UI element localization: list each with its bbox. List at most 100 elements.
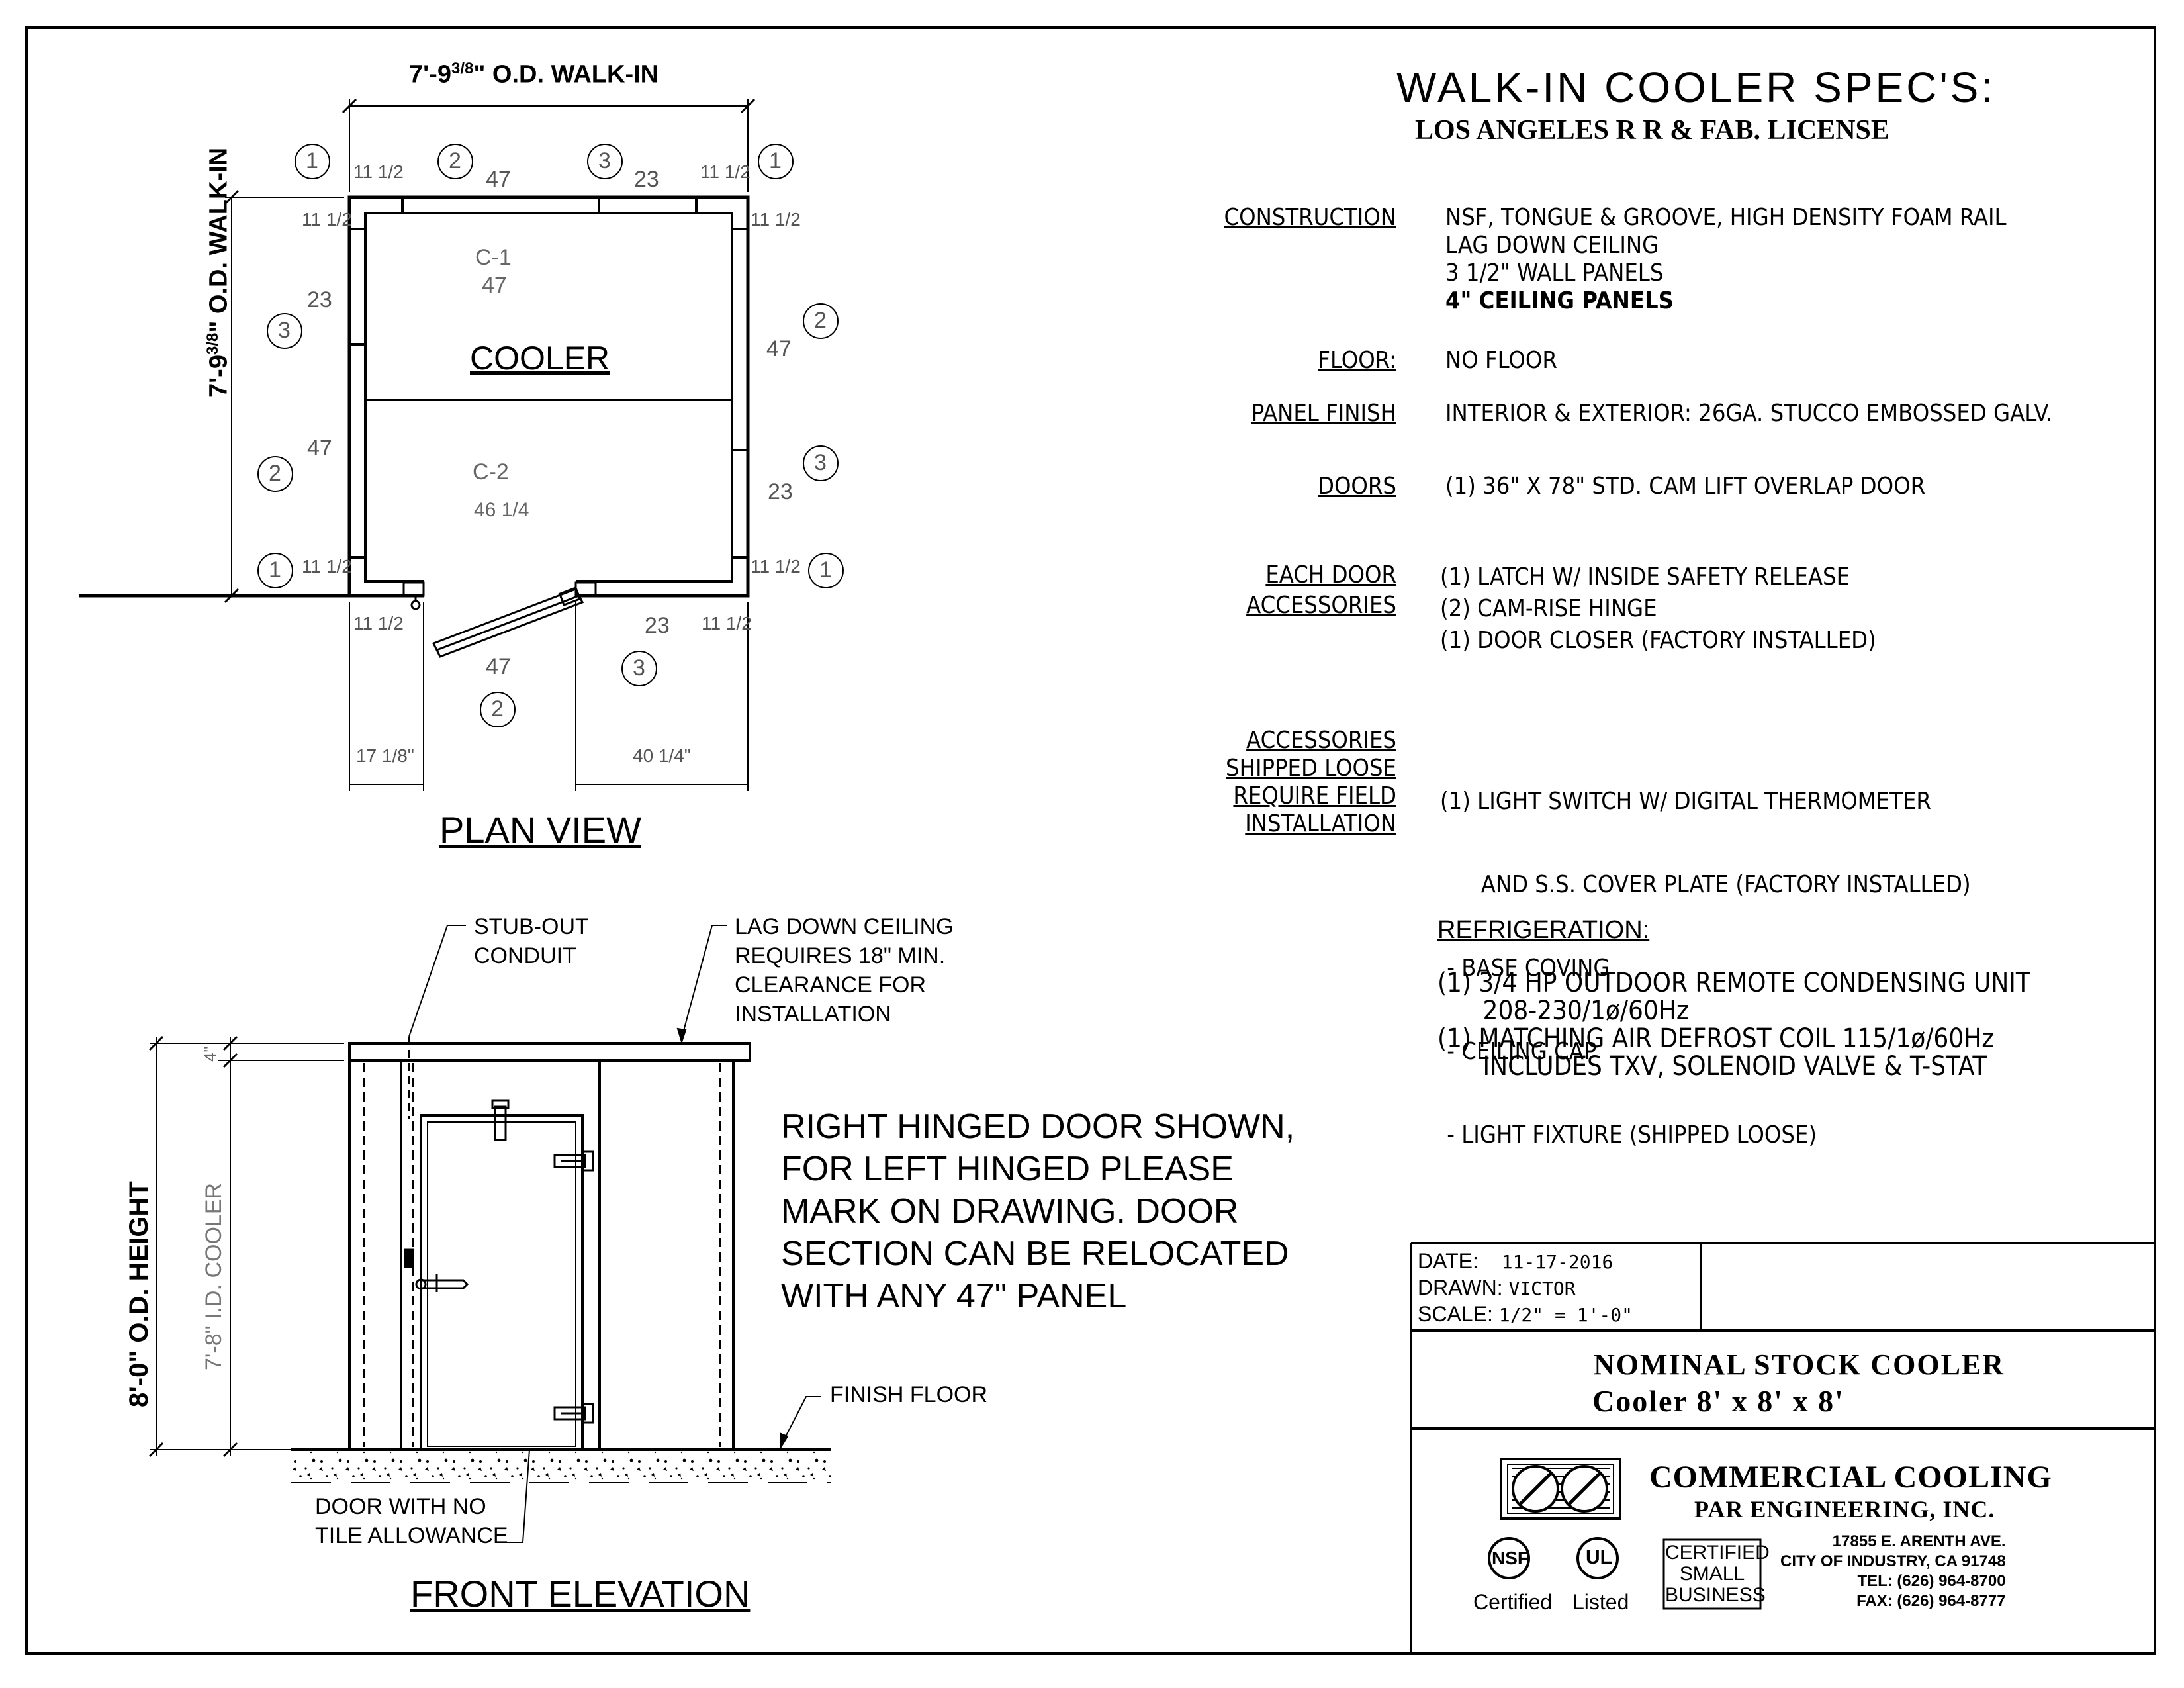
door-latch (404, 1248, 469, 1292)
callout-10: 1 (819, 557, 832, 583)
hinge-note: RIGHT HINGED DOOR SHOWN, FOR LEFT HINGED… (781, 1105, 1295, 1317)
product-line-1: NOMINAL STOCK COOLER (1594, 1348, 2005, 1381)
each-door-label-line: ACCESSORIES (1246, 592, 1396, 619)
certification-logos (1488, 1537, 1762, 1610)
loose-label-line: REQUIRE FIELD (1233, 782, 1396, 810)
loose-line: AND S.S. COVER PLATE (FACTORY INSTALLED) (1440, 871, 1971, 898)
plan-view-title: PLAN VIEW (439, 809, 641, 851)
doors-label: DOORS (1318, 473, 1396, 500)
loose-line: - LIGHT FIXTURE (SHIPPED LOOSE) (1440, 1121, 1817, 1149)
construction-line: NSF, TONGUE & GROOVE, HIGH DENSITY FOAM … (1445, 204, 2007, 231)
note-leaders (408, 925, 821, 1543)
construction-line: 4" CEILING PANELS (1445, 287, 1674, 314)
date-value: 11-17-2016 (1501, 1251, 1614, 1273)
title-block-info: DATE: 11-17-2016 DRAWN: VICTOR SCALE: 1/… (1418, 1248, 1633, 1328)
panel-joint-ticks (349, 197, 748, 559)
plan-view (79, 98, 844, 791)
panel-size-bottom-1: 11 1/2 (353, 613, 404, 633)
drawn-value: VICTOR (1508, 1278, 1576, 1299)
small-business-badge: CERTIFIED SMALL BUSINESS (1665, 1542, 1770, 1606)
panel-size-left-1: 11 1/2 (302, 209, 352, 230)
company-address: 17855 E. ARENTH AVE. CITY OF INDUSTRY, C… (1780, 1532, 2006, 1611)
construction-line: LAG DOWN CEILING (1445, 232, 1659, 259)
small-business-line: BUSINESS (1665, 1584, 1766, 1606)
door-hinges (553, 1150, 594, 1424)
finish-floor-label: FINISH FLOOR (830, 1382, 988, 1407)
company-logo-icon (1500, 1458, 1621, 1520)
panel-size-bottom-2: 47 (486, 654, 511, 679)
ul-caption: Listed (1572, 1590, 1629, 1614)
panel-size-left-4: 11 1/2 (302, 556, 352, 577)
concrete-slab (291, 1451, 831, 1483)
hinge-note-line: RIGHT HINGED DOOR SHOWN, (781, 1107, 1295, 1146)
refrigeration-line: 208-230/1ø/60Hz (1437, 996, 1689, 1026)
callout-7: 2 (814, 308, 827, 333)
plan-depth-label: 7'-9 (205, 355, 233, 397)
panel-size-right-3: 23 (768, 479, 793, 504)
loose-line: - BASE COVING (1440, 955, 1610, 982)
loose-label-line: ACCESSORIES (1246, 727, 1396, 754)
ceiling-note-line: CLEARANCE FOR (735, 972, 927, 998)
loose-label-line: INSTALLATION (1245, 810, 1396, 837)
construction-line: 3 1/2" WALL PANELS (1445, 259, 1664, 287)
panel-finish-label: PANEL FINISH (1251, 400, 1396, 427)
address-line: FAX: (626) 964-8777 (1856, 1592, 2006, 1610)
plan-depth-suffix: " O.D. WALK-IN (205, 147, 233, 333)
panel-callout-circles (257, 144, 844, 727)
od-height: 8'-0" O.D. HEIGHT (124, 1181, 154, 1407)
loose-values: (1) LIGHT SWITCH W/ DIGITAL THERMOMETER … (1440, 732, 1971, 1177)
company-sub: PAR ENGINEERING, INC. (1694, 1496, 1995, 1523)
ceiling-note-line: INSTALLATION (735, 1002, 891, 1027)
ceiling-panel-c1-id: C-1 (475, 245, 512, 270)
panel-size-bottom-3: 23 (645, 613, 670, 638)
callout-6: 2 (269, 461, 281, 486)
ceiling-note-line: REQUIRES 18" MIN. (735, 943, 946, 968)
panel-size-right-1: 11 1/2 (751, 209, 801, 230)
each-door-label: EACH DOOR ACCESSORIES (1152, 560, 1396, 621)
scale-label: SCALE: (1418, 1302, 1493, 1326)
panel-size-top-3: 23 (634, 167, 659, 192)
drawing-border (25, 26, 2156, 1655)
plan-width-fraction: 3/8 (451, 60, 474, 77)
panel-size-right-4: 11 1/2 (751, 556, 801, 577)
loose-line: (1) LIGHT SWITCH W/ DIGITAL THERMOMETER (1440, 788, 1931, 815)
small-business-line: CERTIFIED (1665, 1542, 1770, 1564)
specs-subtitle: LOS ANGELES R R & FAB. LICENSE (1415, 115, 1889, 146)
loose-label-line: SHIPPED LOOSE (1226, 755, 1396, 782)
ceiling-panel (348, 1042, 751, 1062)
door-offset-right: 40 1/4" (633, 745, 691, 766)
floor-label: FLOOR: (1318, 347, 1396, 374)
hinge-note-line: FOR LEFT HINGED PLEASE (781, 1150, 1234, 1188)
plan-outer-wall (79, 195, 750, 598)
ceiling-panel-c1-size: 47 (482, 273, 507, 298)
drawn-label: DRAWN: (1418, 1276, 1503, 1299)
plan-depth-dimension: 7'-93/8" O.D. WALK-IN (204, 147, 233, 397)
plan-width-suffix: " O.D. WALK-IN (473, 60, 659, 89)
stub-out-note-line: STUB-OUT (474, 914, 589, 939)
panel-size-left-2: 23 (307, 287, 332, 312)
refrigeration-label: REFRIGERATION: (1437, 916, 1650, 944)
plan-inner-wall (364, 212, 733, 583)
panel-finish-value: INTERIOR & EXTERIOR: 26GA. STUCCO EMBOSS… (1445, 400, 2053, 427)
door-note-line: DOOR WITH NO (315, 1494, 486, 1519)
address-line: 17855 E. ARENTH AVE. (1832, 1532, 2006, 1550)
elevation-door (420, 1114, 584, 1451)
ceiling-thickness: 4" (200, 1046, 220, 1062)
panel-size-left-3: 47 (307, 436, 332, 461)
plan-width-label: 7'-9 (409, 60, 451, 89)
each-door-line: (1) LATCH W/ INSIDE SAFETY RELEASE (1440, 563, 1850, 590)
each-door-values: (1) LATCH W/ INSIDE SAFETY RELEASE (2) C… (1440, 561, 1876, 657)
scale-value: 1/2" = 1'-0" (1498, 1304, 1633, 1326)
door-note-line: TILE ALLOWANCE (315, 1523, 508, 1548)
each-door-label-line: EACH DOOR (1265, 561, 1396, 588)
date-label: DATE: (1418, 1249, 1479, 1273)
doors-value: (1) 36" X 78" STD. CAM LIFT OVERLAP DOOR (1445, 473, 1926, 500)
each-door-line: (2) CAM-RISE HINGE (1440, 595, 1657, 622)
front-elevation (148, 925, 831, 1543)
specs-title: WALK-IN COOLER SPEC'S: (1396, 64, 1996, 111)
plan-door-swing (432, 586, 584, 658)
panel-size-bottom-4: 11 1/2 (702, 613, 752, 633)
company-name: COMMERCIAL COOLING (1649, 1460, 2052, 1495)
front-elevation-title: FRONT ELEVATION (410, 1573, 751, 1615)
